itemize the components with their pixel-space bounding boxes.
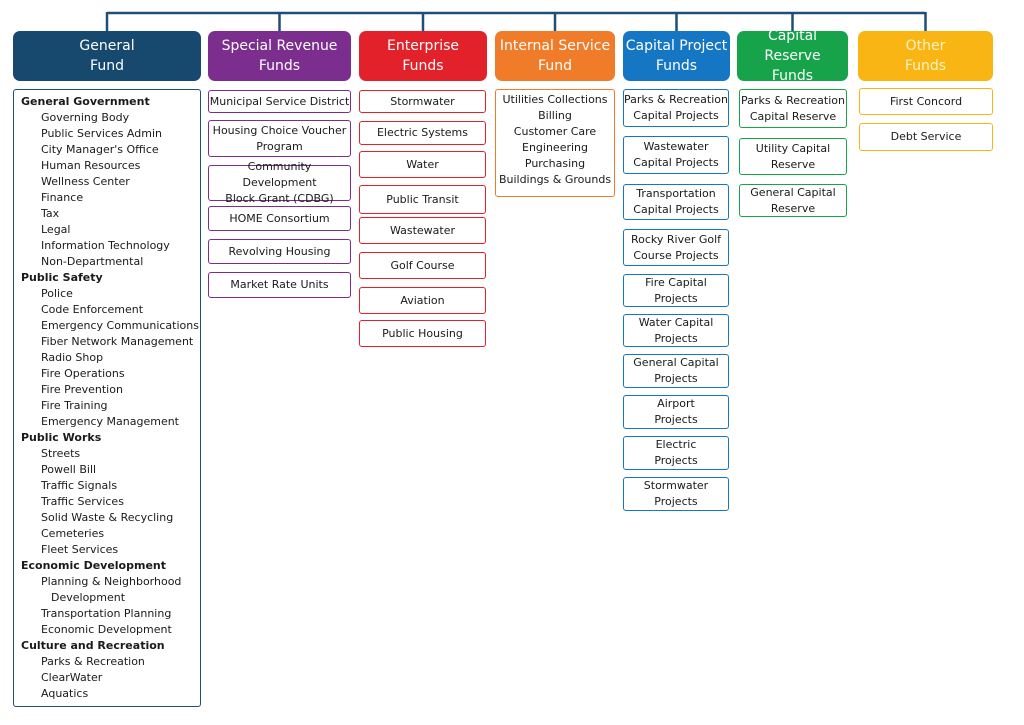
general-fund-department: Solid Waste & Recycling: [41, 511, 174, 524]
capital-project-fund-box: Airport Projects: [623, 395, 729, 429]
internal-service-item: Customer Care: [513, 125, 597, 138]
capital-project-fund-box: Stormwater Projects: [623, 477, 729, 511]
special-revenue-fund-box: Community Development Block Grant (CDBG): [208, 160, 351, 205]
general-fund-category: Culture and Recreation: [21, 639, 165, 652]
enterprise-fund-box: Golf Course: [359, 252, 486, 279]
capital-reserve-fund-box: Utility Capital Reserve: [739, 138, 847, 175]
general-fund-department: Fleet Services: [41, 543, 119, 556]
other-fund-box: First Concord: [859, 88, 993, 115]
general-fund-department: Fiber Network Management: [41, 335, 194, 348]
capital-project-fund-box: Transportation Capital Projects: [623, 184, 729, 220]
general-fund-category: General Government: [21, 95, 150, 108]
general-fund-department: Tax: [41, 207, 60, 220]
header-capital-project: Capital Project Funds: [623, 31, 730, 81]
capital-project-fund-box: Wastewater Capital Projects: [623, 136, 729, 174]
general-fund-department: Streets: [41, 447, 81, 460]
capital-project-fund-box: Water Capital Projects: [623, 314, 729, 347]
special-revenue-fund-box: Municipal Service District: [208, 90, 351, 113]
enterprise-fund-box: Public Housing: [359, 320, 486, 347]
enterprise-fund-box: Stormwater: [359, 90, 486, 113]
general-fund-department: Fire Operations: [41, 367, 125, 380]
other-fund-box: Debt Service: [859, 123, 993, 151]
general-fund-department: Public Services Admin: [41, 127, 162, 140]
general-fund-department: Emergency Management: [41, 415, 179, 428]
internal-service-item: Purchasing: [524, 157, 586, 170]
internal-service-item: Utilities Collections: [502, 93, 608, 106]
general-fund-department: Wellness Center: [41, 175, 130, 188]
general-fund-department: Cemeteries: [41, 527, 105, 540]
header-internal-service: Internal Service Fund: [495, 31, 615, 81]
general-fund-department: Fire Training: [41, 399, 108, 412]
header-other: Other Funds: [858, 31, 993, 81]
general-fund-category: Public Safety: [21, 271, 103, 284]
capital-project-fund-box: Rocky River Golf Course Projects: [623, 229, 729, 266]
general-fund-department: Traffic Services: [41, 495, 124, 508]
special-revenue-fund-box: Revolving Housing: [208, 239, 351, 264]
general-fund-department: Fire Prevention: [41, 383, 123, 396]
header-special-revenue: Special Revenue Funds: [208, 31, 351, 81]
general-fund-department: Police: [41, 287, 73, 300]
internal-service-item: Buildings & Grounds: [498, 173, 612, 186]
general-fund-department: Finance: [41, 191, 84, 204]
capital-project-fund-box: Parks & Recreation Capital Projects: [623, 89, 729, 127]
header-enterprise: Enterprise Funds: [359, 31, 487, 81]
general-fund-department: Legal: [41, 223, 71, 236]
capital-reserve-fund-box: General Capital Reserve: [739, 184, 847, 217]
special-revenue-fund-box: HOME Consortium: [208, 206, 351, 231]
capital-project-fund-box: General Capital Projects: [623, 354, 729, 388]
general-fund-department: Aquatics: [41, 687, 89, 700]
enterprise-fund-box: Wastewater: [359, 217, 486, 244]
general-fund-department: Powell Bill: [41, 463, 97, 476]
general-fund-department: Parks & Recreation: [41, 655, 145, 668]
enterprise-fund-box: Public Transit: [359, 185, 486, 214]
general-fund-department: Human Resources: [41, 159, 141, 172]
capital-project-fund-box: Electric Projects: [623, 436, 729, 470]
general-fund-department: ClearWater: [41, 671, 103, 684]
general-fund-category: Public Works: [21, 431, 102, 444]
general-fund-category: Economic Development: [21, 559, 166, 572]
header-capital-reserve: Capital Reserve Funds: [737, 28, 848, 84]
capital-project-fund-box: Fire Capital Projects: [623, 274, 729, 307]
enterprise-fund-box: Aviation: [359, 287, 486, 314]
capital-reserve-fund-box: Parks & Recreation Capital Reserve: [739, 89, 847, 128]
general-fund-department: Development: [51, 591, 126, 604]
special-revenue-fund-box: Market Rate Units: [208, 272, 351, 298]
general-fund-department: Code Enforcement: [41, 303, 144, 316]
special-revenue-fund-box: Housing Choice Voucher Program: [208, 120, 351, 157]
enterprise-fund-box: Water: [359, 151, 486, 178]
general-fund-department: Radio Shop: [41, 351, 104, 364]
general-fund-department: Transportation Planning: [41, 607, 172, 620]
general-fund-department: Information Technology: [41, 239, 170, 252]
general-fund-department: Governing Body: [41, 111, 130, 124]
header-general: General Fund: [13, 31, 201, 81]
general-fund-department: Traffic Signals: [41, 479, 118, 492]
general-fund-department: Non-Departmental: [41, 255, 144, 268]
enterprise-fund-box: Electric Systems: [359, 121, 486, 145]
internal-service-item: Engineering: [522, 141, 588, 154]
internal-service-item: Billing: [538, 109, 572, 122]
general-fund-department: Planning & Neighborhood: [41, 575, 182, 588]
general-fund-department: Emergency Communications: [41, 319, 199, 332]
general-fund-department: Economic Development: [41, 623, 172, 636]
general-fund-department: City Manager's Office: [41, 143, 159, 156]
